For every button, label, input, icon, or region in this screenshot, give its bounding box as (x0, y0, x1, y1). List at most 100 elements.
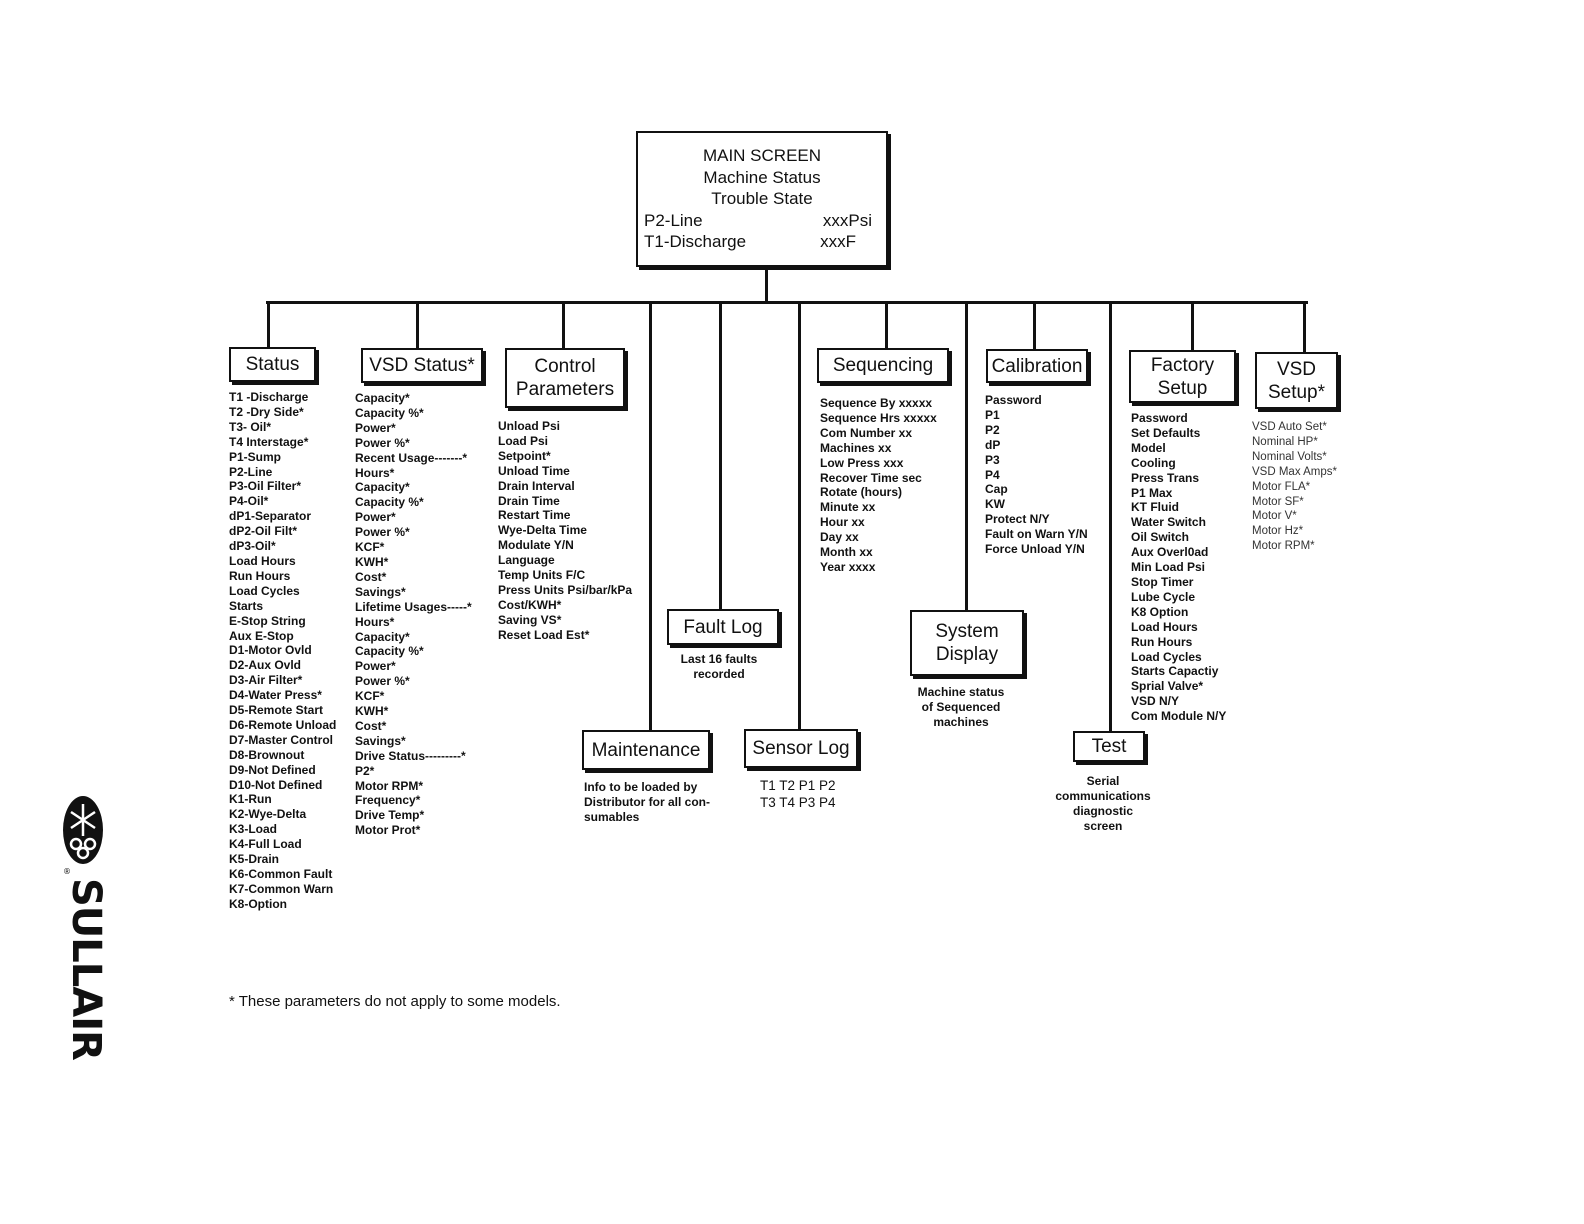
row-value: xxxPsi (822, 210, 872, 230)
list-item: Capacity* (355, 391, 410, 405)
main-screen-box: MAIN SCREEN Machine Status Trouble State… (636, 131, 888, 267)
list-item: Load Cycles (1131, 649, 1202, 664)
drop-fault-log (719, 302, 722, 610)
list-item: P4 (985, 467, 1000, 482)
list-item: P3 (985, 452, 1000, 467)
list-item: KCF* (355, 540, 385, 555)
list-item: Last 16 faults (680, 652, 758, 666)
list-item: K1-Run (229, 792, 272, 807)
list-item: D10-Not Defined (229, 777, 323, 792)
list-item: T2 -Dry Side* (229, 404, 304, 419)
calibration-title: Calibration (991, 355, 1083, 377)
list-item: Cooling (1131, 455, 1176, 470)
list-item: D2-Aux Ovld (229, 658, 302, 673)
list-item: Month xx (820, 545, 873, 560)
list-item: KW (985, 497, 1005, 512)
list-item: Drain Time (498, 493, 560, 508)
list-item: P1 (985, 407, 1000, 422)
list-item: Lifetime Usages-----* (355, 599, 472, 614)
vsd-status-list: Capacity*Capacity %*Power*Power %*Recent… (355, 391, 472, 838)
sequencing-title: Sequencing (832, 355, 934, 376)
list-item: Savings* (355, 584, 406, 599)
list-item: K4-Full Load (229, 837, 302, 852)
list-item: Distributor for all con- (584, 795, 710, 809)
list-item: Motor RPM* (1252, 540, 1315, 553)
vsd-setup-title-line1: VSD (1276, 358, 1317, 380)
list-item: Nominal Volts* (1252, 450, 1327, 463)
list-item: Aux Overl0ad (1131, 545, 1209, 560)
sequencing-box: Sequencing (817, 348, 949, 383)
list-item: recorded (693, 667, 745, 681)
system-display-title-line1: System (935, 621, 999, 642)
list-item: Com Number xx (820, 425, 913, 440)
list-item: Motor RPM* (355, 778, 423, 793)
list-item: D5-Remote Start (229, 703, 324, 718)
list-item: Power* (355, 510, 396, 525)
fault-log-box: Fault Log (667, 609, 779, 645)
list-item: Power %* (355, 435, 410, 450)
list-item: Aux E-Stop (229, 628, 294, 643)
list-item: Load Hours (1131, 619, 1198, 634)
list-item: Modulate Y/N (498, 538, 574, 553)
list-item: P2* (355, 763, 375, 778)
list-item: K8-Option (229, 896, 287, 911)
list-item: Drive Temp* (355, 808, 425, 823)
sensor-log-title: Sensor Log (752, 738, 850, 759)
list-item: Capacity* (355, 480, 410, 495)
list-item: Set Defaults (1131, 425, 1201, 440)
main-screen-machine-status: Machine Status (703, 167, 821, 187)
list-item: Info to be loaded by (584, 780, 698, 794)
list-item: Capacity %* (355, 405, 424, 420)
list-item: Lube Cycle (1131, 589, 1196, 604)
list-item: Saving VS* (498, 612, 562, 627)
list-item: T1 -Discharge (229, 390, 309, 404)
list-item: Low Press xxx (820, 455, 904, 470)
bus-line (266, 301, 1308, 304)
list-item: Press Units Psi/bar/kPa (498, 582, 633, 597)
list-item: D6-Remote Unload (229, 717, 337, 732)
list-item: Hours* (355, 465, 395, 480)
list-item: Load Psi (498, 433, 549, 448)
test-title: Test (1091, 736, 1127, 757)
list-item: Password (1131, 411, 1188, 425)
list-item: Capacity %* (355, 495, 424, 510)
list-item: dP2-Oil Filt* (229, 524, 298, 539)
list-item: dP1-Separator (229, 509, 312, 524)
list-item: D3-Air Filter* (229, 673, 303, 688)
list-item: K7-Common Warn (229, 881, 334, 896)
list-item: D8-Brownout (229, 747, 305, 762)
list-item: Water Switch (1131, 515, 1206, 530)
drop-test (1109, 302, 1112, 732)
list-item: Day xx (820, 530, 859, 545)
list-item: Oil Switch (1131, 530, 1190, 545)
control-parameters-box: Control Parameters (505, 348, 625, 408)
list-item: K6-Common Fault (229, 867, 333, 881)
list-item: Cost* (355, 718, 387, 733)
list-item: Drain Interval (498, 478, 575, 493)
main-screen-row: P2-Line xxxPsi (644, 210, 872, 232)
list-item: Serial (1086, 774, 1120, 788)
list-item: P1 Max (1131, 485, 1173, 500)
sullair-emblem-icon: ® SULLAIR (63, 796, 109, 1060)
vsd-status-title: VSD Status* (369, 355, 475, 376)
list-item: P2 (985, 422, 1000, 437)
list-item: Load Cycles (229, 583, 300, 598)
list-item: Starts (229, 598, 264, 613)
control-title-line1: Control (534, 356, 596, 377)
list-item: Motor Hz* (1252, 525, 1304, 538)
list-item: Recent Usage-------* (355, 450, 468, 465)
list-item: machines (933, 715, 989, 729)
drop-calibration (1033, 302, 1036, 350)
drop-maintenance (649, 302, 652, 730)
list-item: Hours* (355, 614, 395, 629)
list-item: K5-Drain (229, 852, 280, 867)
list-item: Capacity %* (355, 644, 424, 659)
list-item: T1 T2 P1 P2 (760, 778, 836, 793)
list-item: Setpoint* (498, 448, 551, 463)
svg-text:®: ® (63, 867, 71, 876)
list-item: sumables (584, 810, 640, 824)
